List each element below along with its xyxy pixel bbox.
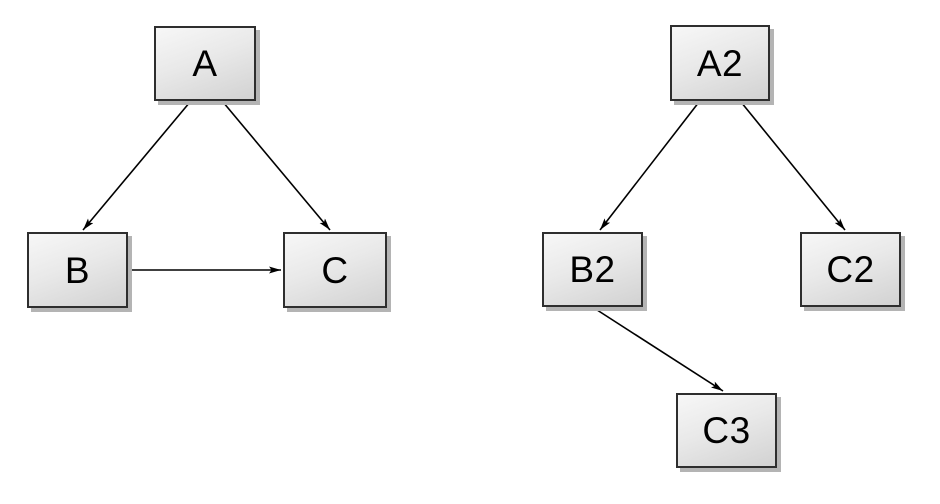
- edge-A-to-B[interactable]: [82, 101, 191, 231]
- edge-B2-to-C3[interactable]: [593, 307, 724, 392]
- node-A2[interactable]: A2: [670, 25, 770, 101]
- node-C3[interactable]: C3: [676, 393, 777, 468]
- node-label: B2: [569, 249, 616, 290]
- node-label: A: [192, 43, 218, 84]
- edge-A2-to-C2[interactable]: [740, 101, 846, 231]
- node-B2[interactable]: B2: [542, 232, 643, 307]
- node-C[interactable]: C: [283, 232, 387, 308]
- node-label: C2: [826, 249, 875, 290]
- node-label: A2: [696, 42, 744, 84]
- edge-A2-to-B2[interactable]: [599, 101, 700, 231]
- node-label: C: [321, 249, 349, 291]
- node-B[interactable]: B: [27, 232, 128, 308]
- edge-A-to-C[interactable]: [222, 101, 331, 231]
- node-label: C3: [702, 410, 751, 451]
- node-A[interactable]: A: [154, 26, 256, 101]
- node-label: B: [64, 249, 91, 291]
- edges-group: [82, 101, 846, 392]
- node-C2[interactable]: C2: [800, 232, 901, 307]
